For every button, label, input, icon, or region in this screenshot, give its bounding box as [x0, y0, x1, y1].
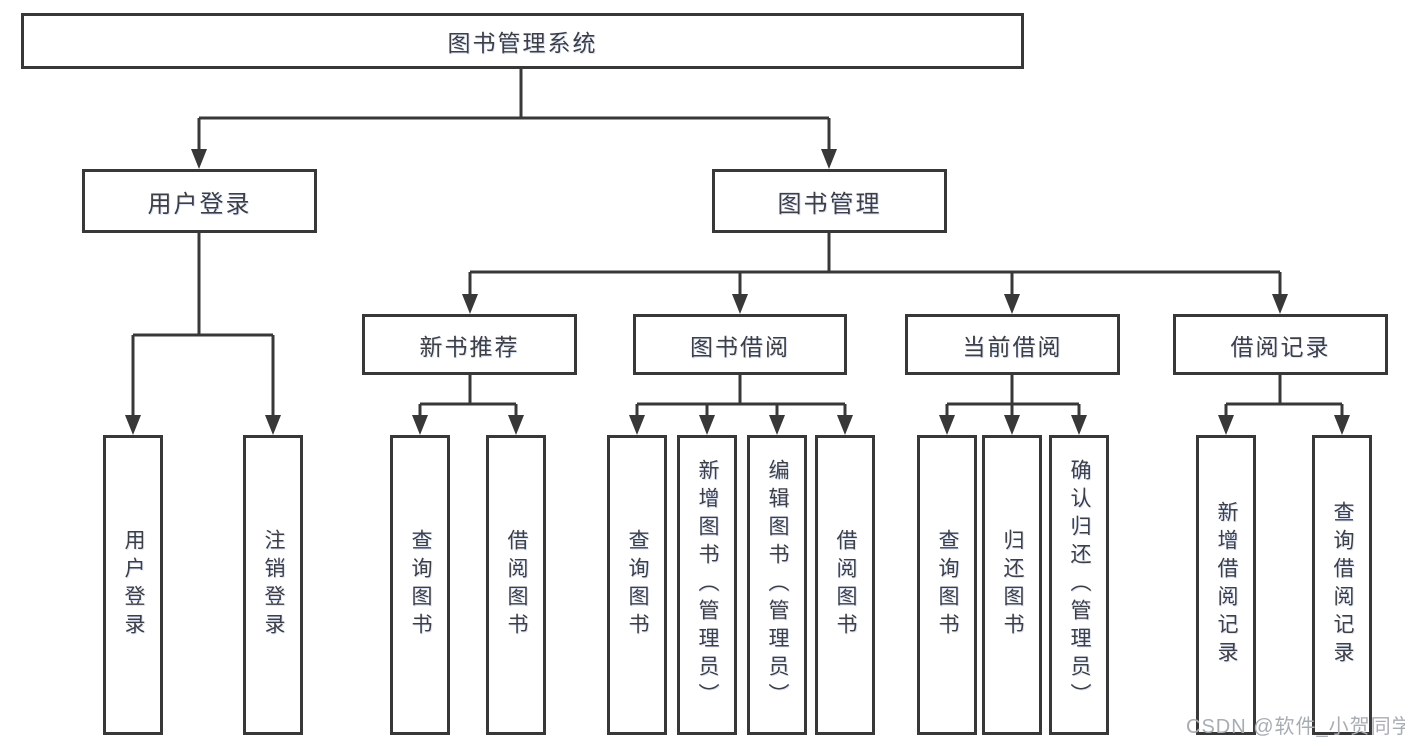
leaf-current-query-books: 查询图书: [917, 435, 977, 735]
node-book-borrowing: 图书借阅: [633, 314, 847, 375]
arrowhead: [1334, 415, 1350, 435]
leaf-records-add-borrow-record-label: 新增借阅记录: [1215, 501, 1238, 669]
leaf-current-confirm-return-admin-label: 确认归还（管理员）: [1068, 459, 1091, 711]
arrowhead: [125, 415, 141, 435]
leaf-recommend-query-books: 查询图书: [390, 435, 450, 735]
node-new-book-recommendation: 新书推荐: [362, 314, 577, 375]
arrowhead: [939, 415, 955, 435]
leaf-current-confirm-return-admin: 确认归还（管理员）: [1049, 435, 1109, 735]
arrowhead: [191, 149, 207, 169]
leaf-records-add-borrow-record: 新增借阅记录: [1196, 435, 1256, 735]
leaf-records-query-borrow-record-label: 查询借阅记录: [1331, 501, 1354, 669]
csdn-watermark: CSDN @软件_小贺同学: [1186, 716, 1405, 738]
arrowhead: [1004, 415, 1020, 435]
leaf-logout-label: 注销登录: [262, 529, 285, 641]
node-user-login: 用户登录: [82, 169, 317, 233]
arrowhead: [265, 415, 281, 435]
leaf-borrowing-query-books: 查询图书: [607, 435, 667, 735]
leaf-recommend-borrow-books: 借阅图书: [486, 435, 546, 735]
leaf-borrowing-add-books-admin-label: 新增图书（管理员）: [696, 459, 719, 711]
arrowhead: [821, 149, 837, 169]
arrowhead: [732, 294, 748, 314]
leaf-borrowing-edit-books-admin-label: 编辑图书（管理员）: [766, 459, 789, 711]
arrowhead: [837, 415, 853, 435]
node-borrowing-records: 借阅记录: [1173, 314, 1388, 375]
arrowhead: [1218, 415, 1234, 435]
node-borrowing-records-label: 借阅记录: [1230, 333, 1331, 360]
leaf-records-query-borrow-record: 查询借阅记录: [1312, 435, 1372, 735]
leaf-user-login-label: 用户登录: [122, 529, 145, 641]
arrowhead: [1272, 294, 1288, 314]
leaf-current-return-books: 归还图书: [982, 435, 1042, 735]
arrowhead: [412, 415, 428, 435]
arrowhead: [629, 415, 645, 435]
leaf-borrowing-borrow-books: 借阅图书: [815, 435, 875, 735]
leaf-current-return-books-label: 归还图书: [1001, 529, 1024, 641]
node-root-label: 图书管理系统: [447, 30, 598, 56]
leaf-borrowing-query-books-label: 查询图书: [626, 529, 649, 641]
leaf-logout: 注销登录: [243, 435, 303, 735]
leaf-borrowing-edit-books-admin: 编辑图书（管理员）: [747, 435, 807, 735]
arrowhead: [699, 415, 715, 435]
leaf-borrowing-borrow-books-label: 借阅图书: [834, 529, 857, 641]
arrowhead: [508, 415, 524, 435]
node-root: 图书管理系统: [21, 13, 1024, 69]
node-user-login-label: 用户登录: [147, 190, 252, 218]
leaf-borrowing-add-books-admin: 新增图书（管理员）: [677, 435, 737, 735]
node-new-book-recommendation-label: 新书推荐: [419, 333, 520, 360]
leaf-recommend-borrow-books-label: 借阅图书: [505, 529, 528, 641]
node-book-management-label: 图书管理: [777, 190, 882, 218]
arrowhead: [769, 415, 785, 435]
arrowhead: [1071, 415, 1087, 435]
node-current-borrowing: 当前借阅: [905, 314, 1120, 375]
leaf-current-query-books-label: 查询图书: [936, 529, 959, 641]
leaf-recommend-query-books-label: 查询图书: [409, 529, 432, 641]
leaf-user-login: 用户登录: [103, 435, 163, 735]
node-current-borrowing-label: 当前借阅: [962, 333, 1063, 360]
arrowhead: [1004, 294, 1020, 314]
node-book-management: 图书管理: [712, 169, 947, 233]
arrowhead: [462, 294, 478, 314]
node-book-borrowing-label: 图书借阅: [690, 333, 790, 360]
